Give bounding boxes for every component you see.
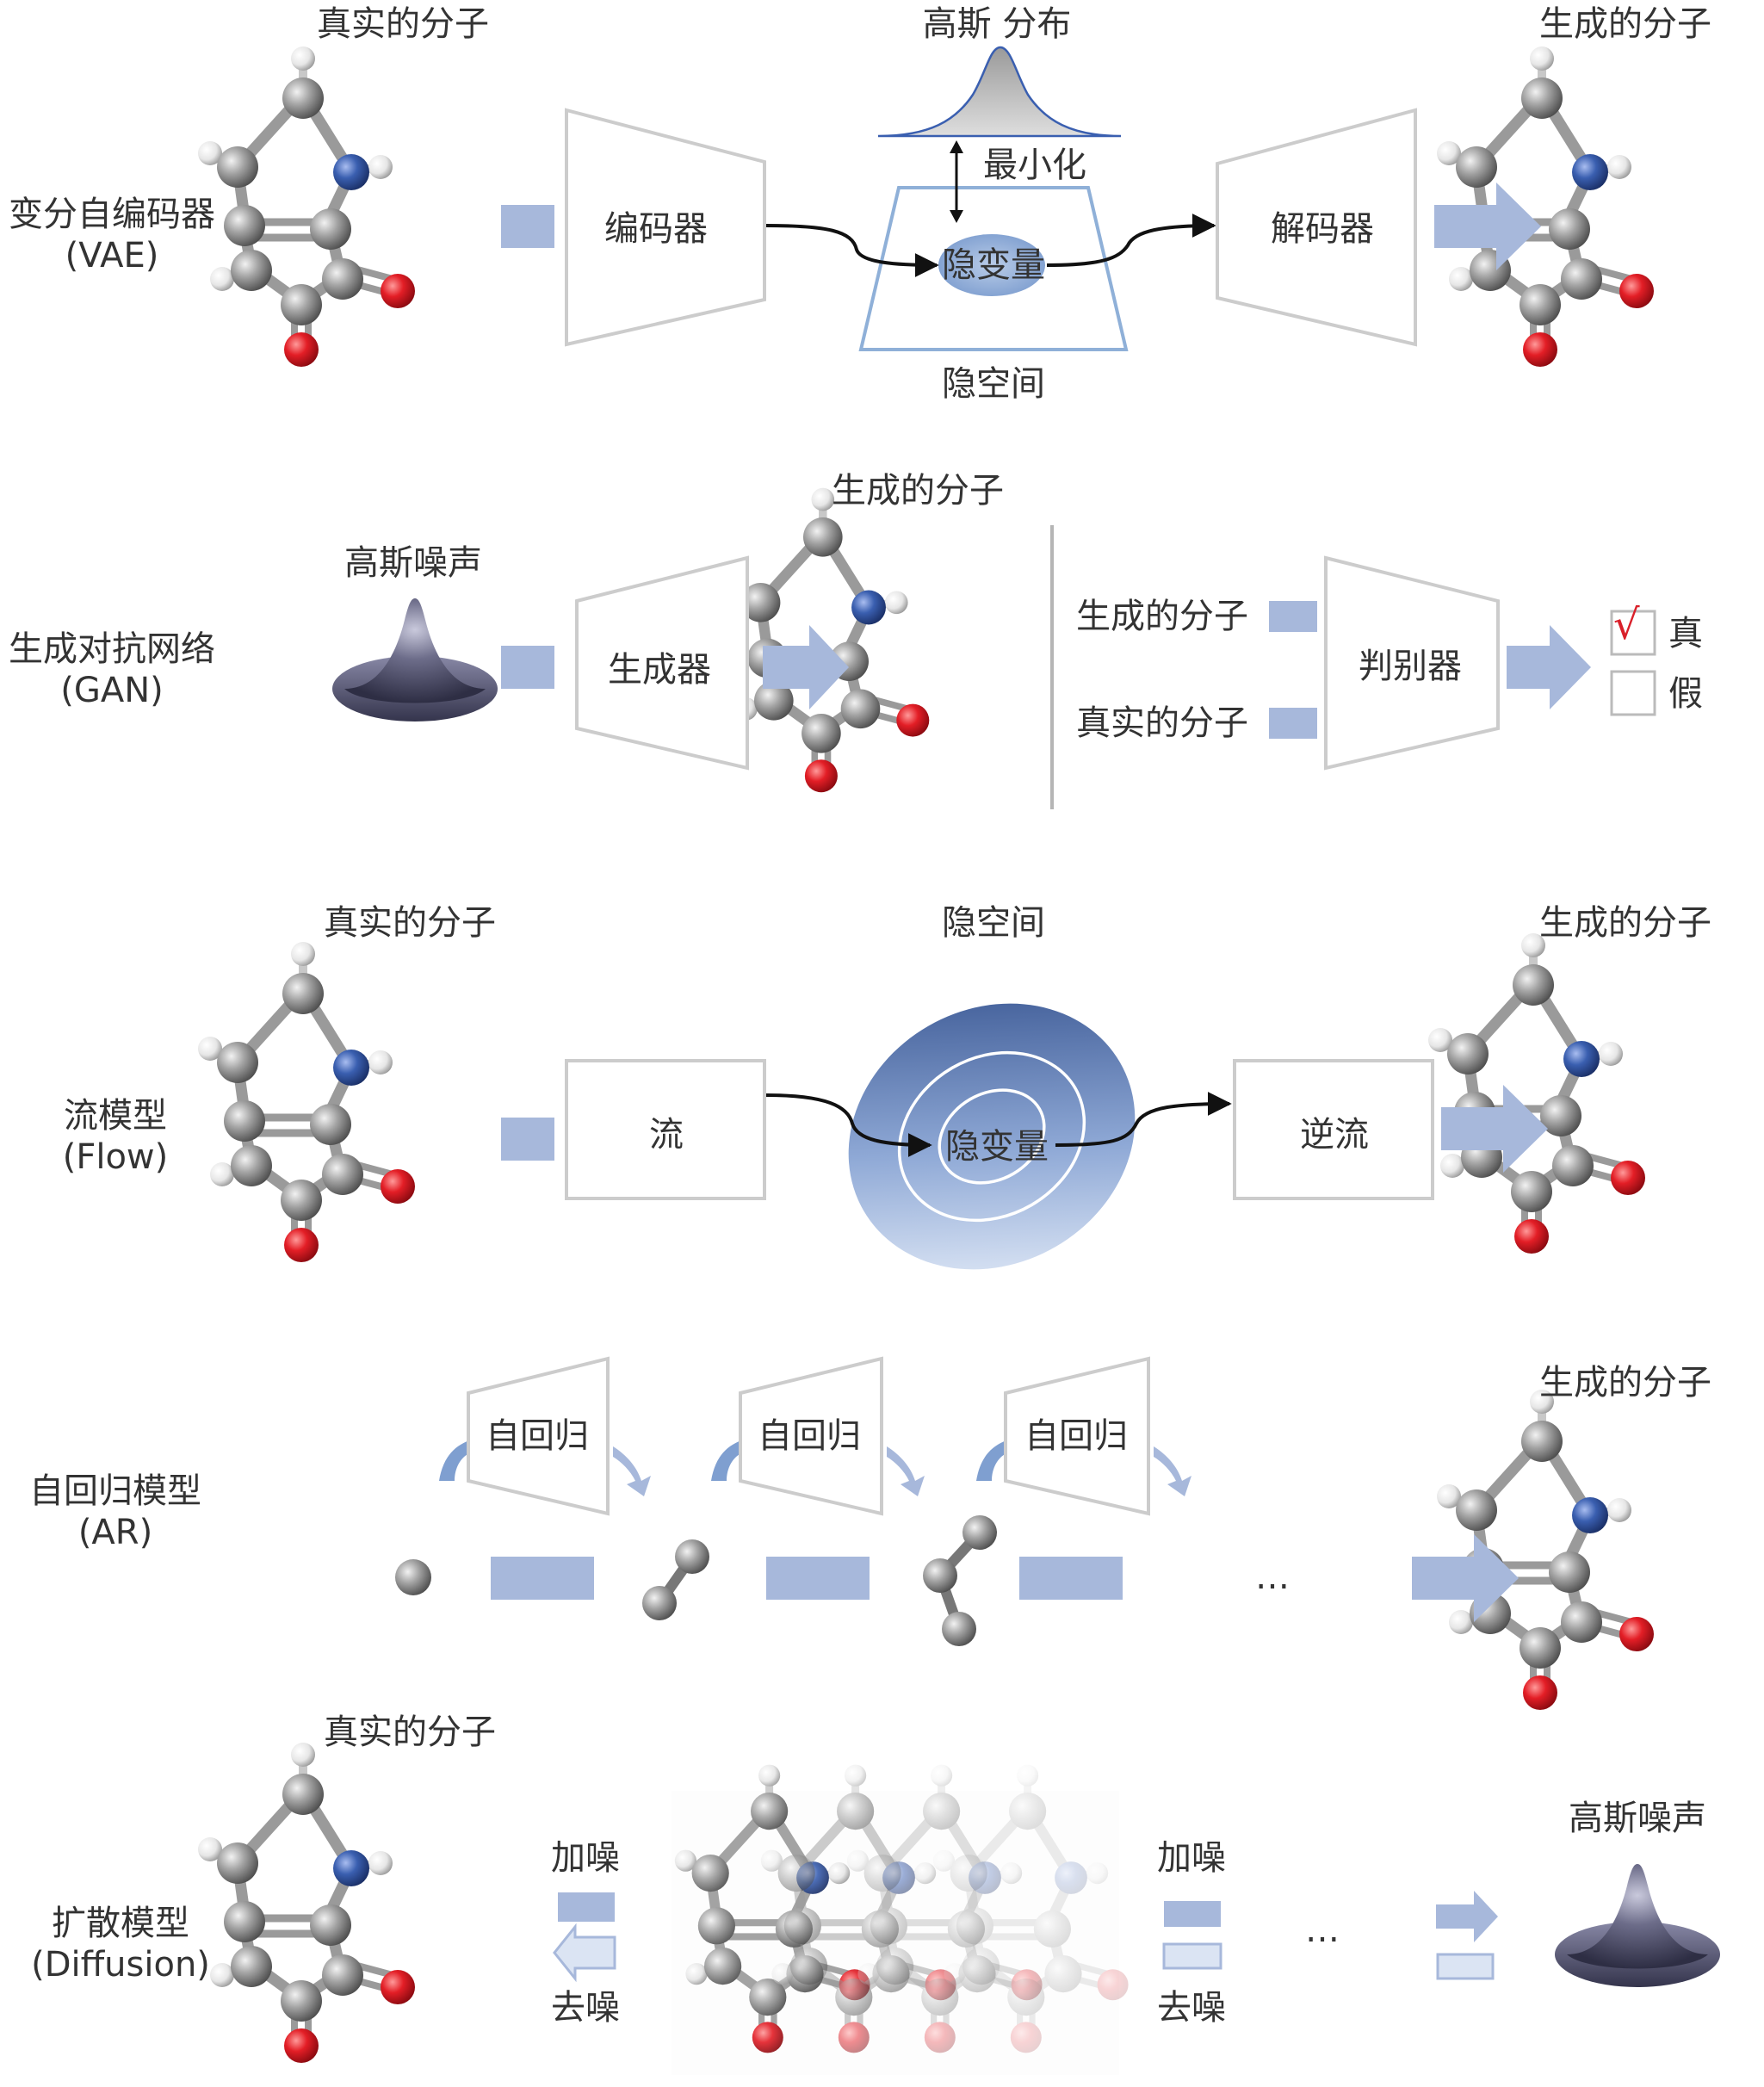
- label-generated-molecule: 生成的分子: [832, 471, 1004, 511]
- label-real-molecule: 真实的分子: [324, 1712, 496, 1752]
- molecule: [198, 46, 415, 367]
- label-generated-molecule: 生成的分子: [1539, 4, 1711, 44]
- denoise-arrow: [1436, 1953, 1495, 1980]
- latent-space-ellipse: [848, 1003, 1136, 1270]
- molecule: [1428, 933, 1645, 1254]
- row-label-gan: 生成对抗网络(GAN): [9, 629, 215, 710]
- molecule: [198, 942, 415, 1262]
- true-checkbox[interactable]: [1610, 610, 1656, 656]
- ellipsis: …: [1255, 1558, 1290, 1597]
- row-label-vae: 变分自编码器(VAE): [9, 195, 215, 276]
- label-gaussian-noise: 高斯噪声: [344, 543, 482, 583]
- noise-hill: [1555, 1864, 1720, 1987]
- label-latent-space: 隐空间: [942, 903, 1045, 943]
- denoise-arrow: [553, 1923, 616, 1983]
- add-noise-arrow: [1164, 1901, 1221, 1927]
- label-discriminator: 判别器: [1359, 647, 1462, 686]
- arrow-stub: [501, 646, 554, 689]
- molecule: [723, 488, 929, 792]
- noisy-molecule-sequence: [672, 1765, 1129, 2075]
- flow-to-latent-arrow: [765, 1093, 932, 1157]
- label-gaussian-noise: 高斯噪声: [1569, 1799, 1706, 1838]
- fragment-2atom: [642, 1539, 709, 1620]
- arrow-stub: [1269, 601, 1317, 632]
- label-autoregressive: 自回归: [758, 1416, 861, 1456]
- molecule: [198, 1743, 415, 2063]
- denoise-arrow: [1162, 1942, 1222, 1970]
- arrow-stub: [1269, 708, 1317, 739]
- generator-box: [575, 555, 749, 771]
- encoder-box: [565, 108, 766, 347]
- ar-step: [976, 1356, 1191, 1516]
- label-add-noise: 加噪: [1157, 1838, 1226, 1878]
- label-flow: 流: [649, 1115, 684, 1155]
- label-autoregressive: 自回归: [486, 1416, 589, 1456]
- label-generated-molecule: 生成的分子: [1539, 1363, 1711, 1403]
- big-arrow: [1412, 1534, 1519, 1622]
- big-arrow: [1507, 625, 1591, 709]
- fragment-1atom: [395, 1559, 431, 1595]
- row-label-ar: 自回归模型(AR): [29, 1471, 201, 1552]
- ar-step: [711, 1356, 925, 1516]
- noise-hill: [332, 598, 498, 721]
- big-arrow: [763, 625, 849, 709]
- molecule: [1437, 1390, 1654, 1710]
- ar-step: [439, 1356, 651, 1516]
- encoder-to-latent-arrow: [765, 224, 939, 277]
- label-latent-variable: 隐变量: [945, 1127, 1049, 1167]
- discriminator-box: [1324, 555, 1500, 771]
- label-add-noise: 加噪: [551, 1838, 620, 1878]
- row-label-flow: 流模型(Flow): [62, 1096, 169, 1177]
- check-icon: √: [1613, 601, 1640, 649]
- false-checkbox[interactable]: [1610, 670, 1656, 716]
- latent-to-decoder-arrow: [1046, 214, 1216, 267]
- decoder-box: [1216, 108, 1417, 347]
- label-latent-space: 隐空间: [942, 364, 1045, 404]
- label-decoder: 解码器: [1271, 209, 1374, 249]
- big-arrow: [1441, 1085, 1548, 1173]
- big-arrow: [1434, 183, 1541, 270]
- row-label-diffusion: 扩散模型(Diffusion): [31, 1904, 210, 1985]
- arrow-stub: [501, 1118, 554, 1161]
- fragment-3atom: [923, 1515, 997, 1646]
- arrow-stub: [491, 1557, 594, 1600]
- label-true: 真: [1668, 614, 1703, 653]
- label-generated-molecule: 生成的分子: [1539, 903, 1711, 943]
- label-real-molecule: 真实的分子: [324, 903, 496, 943]
- flow-box: [565, 1059, 766, 1200]
- label-gaussian-distribution: 高斯 分布: [922, 4, 1072, 44]
- label-denoise: 去噪: [1157, 1988, 1226, 2028]
- label-minimize: 最小化: [983, 146, 1086, 185]
- arrow-stub: [1019, 1557, 1123, 1600]
- gaussian-curve: [877, 46, 1122, 138]
- add-noise-arrow: [558, 1892, 615, 1922]
- arrow-stub: [501, 205, 554, 248]
- ellipsis: …: [1305, 1911, 1340, 1950]
- inverse-flow-box: [1233, 1059, 1434, 1200]
- latent-variable-ellipse: [938, 234, 1045, 296]
- label-real-input: 真实的分子: [1076, 703, 1248, 743]
- latent-to-inverse-arrow: [1055, 1092, 1232, 1147]
- label-real-molecule: 真实的分子: [317, 4, 489, 44]
- add-noise-arrow: [1436, 1891, 1498, 1942]
- label-false: 假: [1668, 674, 1703, 714]
- arrow-stub: [766, 1557, 870, 1600]
- label-autoregressive: 自回归: [1024, 1416, 1128, 1456]
- label-generator: 生成器: [608, 650, 711, 690]
- label-denoise: 去噪: [551, 1988, 620, 2028]
- label-inverse-flow: 逆流: [1300, 1115, 1369, 1155]
- label-generated-input: 生成的分子: [1076, 597, 1248, 636]
- label-latent-variable: 隐变量: [942, 245, 1045, 285]
- label-encoder: 编码器: [604, 209, 708, 249]
